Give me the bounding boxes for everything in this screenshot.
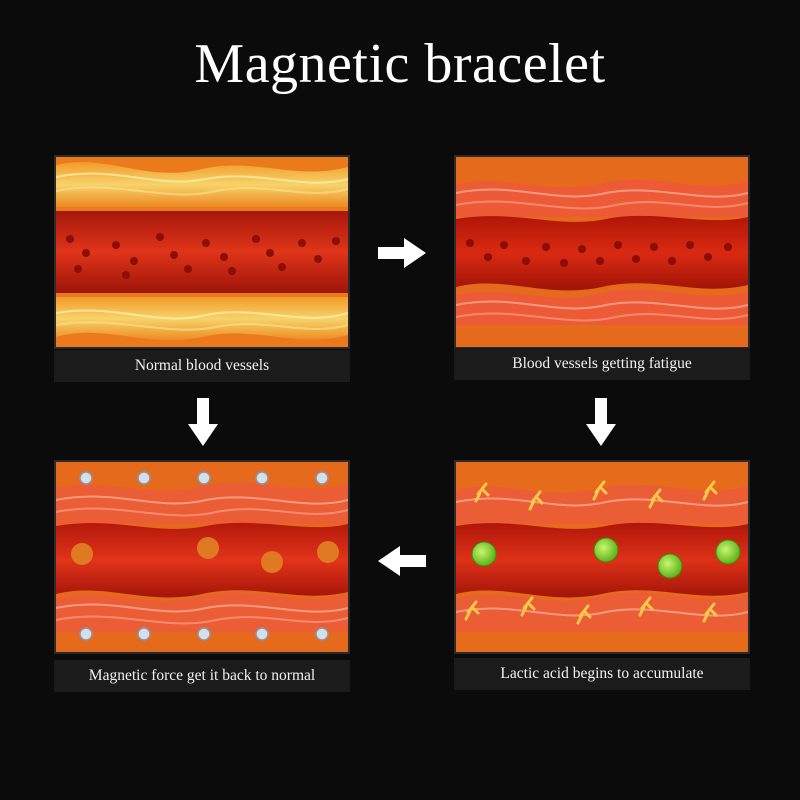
caption-normal-blood-vessels: Normal blood vessels [54, 350, 350, 382]
caption-magnetic-force: Magnetic force get it back to normal [54, 660, 350, 692]
left-arrow-icon [378, 546, 426, 576]
down-arrow-icon [586, 398, 616, 446]
page-title: Magnetic bracelet [194, 33, 606, 95]
caption-blood-vessels-fatigue: Blood vessels getting fatigue [454, 348, 750, 380]
panel-normal-blood-vessels [54, 155, 350, 349]
right-arrow-icon [378, 238, 426, 268]
panel-blood-vessels-fatigue [454, 155, 750, 349]
caption-lactic-acid: Lactic acid begins to accumulate [454, 658, 750, 690]
panel-lactic-acid [454, 460, 750, 654]
panel-magnetic-force [54, 460, 350, 654]
down-arrow-icon [188, 398, 218, 446]
